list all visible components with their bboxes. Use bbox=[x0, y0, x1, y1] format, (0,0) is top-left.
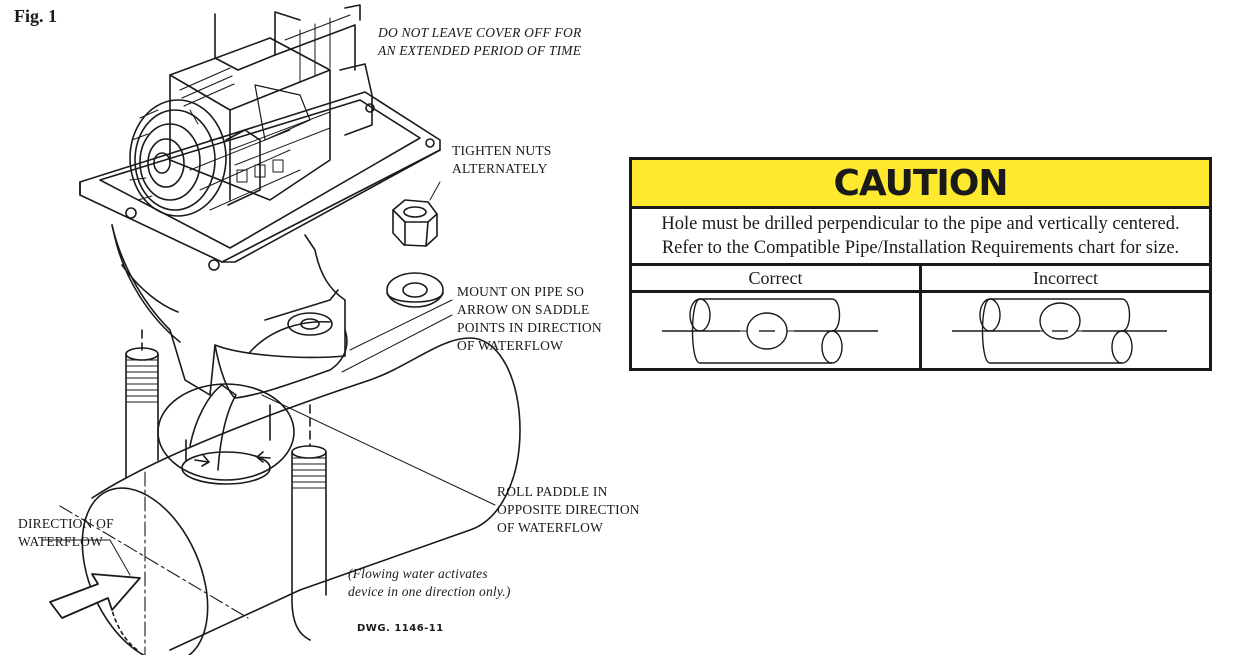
caution-column-headers: Correct Incorrect bbox=[632, 266, 1209, 293]
direction-line-2: WATERFLOW bbox=[18, 534, 104, 549]
incorrect-hole-diagram bbox=[952, 298, 1167, 364]
leader-lines bbox=[261, 181, 496, 506]
switch-assembly-drawing bbox=[169, 4, 373, 211]
direction-of-waterflow-callout: DIRECTION OF WATERFLOW bbox=[18, 515, 114, 551]
cover-warning-callout: DO NOT LEAVE COVER OFF FOR AN EXTENDED P… bbox=[378, 24, 581, 60]
tighten-nuts-line-2: ALTERNATELY bbox=[452, 161, 548, 176]
tighten-nuts-line-1: TIGHTEN NUTS bbox=[452, 143, 552, 158]
roll-paddle-line-3: OF WATERFLOW bbox=[497, 520, 604, 535]
flowing-note-line-2: device in one direction only.) bbox=[348, 584, 511, 599]
waterflow-leader bbox=[41, 539, 131, 576]
roll-paddle-callout: ROLL PADDLE IN OPPOSITE DIRECTION OF WAT… bbox=[497, 483, 640, 537]
roll-paddle-line-2: OPPOSITE DIRECTION bbox=[497, 502, 640, 517]
waterflow-arrow bbox=[49, 573, 141, 619]
nut-drawing bbox=[392, 199, 438, 247]
mount-line-1: MOUNT ON PIPE SO bbox=[457, 284, 585, 299]
cover-warning-line-1: DO NOT LEAVE COVER OFF FOR bbox=[378, 25, 582, 40]
washer-drawing bbox=[386, 272, 444, 308]
direction-line-1: DIRECTION OF bbox=[18, 516, 114, 531]
correct-hole-diagram bbox=[662, 298, 878, 364]
incorrect-diagram-cell bbox=[922, 293, 1209, 368]
base-plate-drawing bbox=[79, 91, 441, 271]
caution-box: CAUTION Hole must be drilled perpendicul… bbox=[629, 157, 1212, 371]
caution-line-1: Hole must be drilled perpendicular to th… bbox=[661, 214, 1180, 234]
waterflow-detector-illustration bbox=[41, 4, 521, 655]
mount-line-2: ARROW ON SADDLE bbox=[457, 302, 590, 317]
column-header-correct: Correct bbox=[632, 266, 922, 290]
drawing-number: DWG. 1146-11 bbox=[357, 623, 444, 634]
caution-heading: CAUTION bbox=[632, 160, 1209, 209]
caution-line-2: Refer to the Compatible Pipe/Installatio… bbox=[661, 238, 1180, 258]
correct-diagram-cell bbox=[632, 293, 922, 368]
u-bolt-studs-drawing bbox=[125, 329, 327, 641]
saddle-clamp-drawing bbox=[111, 224, 348, 485]
flowing-note-line-1: (Flowing water activates bbox=[348, 566, 488, 581]
column-header-incorrect: Incorrect bbox=[1033, 268, 1098, 288]
timer-dial-drawing bbox=[129, 99, 261, 217]
figure-label: Fig. 1 bbox=[14, 6, 57, 26]
cover-warning-line-2: AN EXTENDED PERIOD OF TIME bbox=[378, 43, 582, 58]
flowing-water-note: (Flowing water activates device in one d… bbox=[348, 565, 511, 601]
roll-paddle-line-1: ROLL PADDLE IN bbox=[497, 484, 608, 499]
tighten-nuts-callout: TIGHTEN NUTS ALTERNATELY bbox=[452, 142, 552, 178]
caution-body: Hole must be drilled perpendicular to th… bbox=[632, 209, 1209, 266]
pipe-drawing bbox=[59, 337, 521, 655]
mount-line-4: OF WATERFLOW bbox=[457, 338, 564, 353]
mount-line-3: POINTS IN DIRECTION bbox=[457, 320, 602, 335]
caution-diagrams bbox=[632, 293, 1209, 368]
mount-on-pipe-callout: MOUNT ON PIPE SO ARROW ON SADDLE POINTS … bbox=[457, 283, 602, 355]
